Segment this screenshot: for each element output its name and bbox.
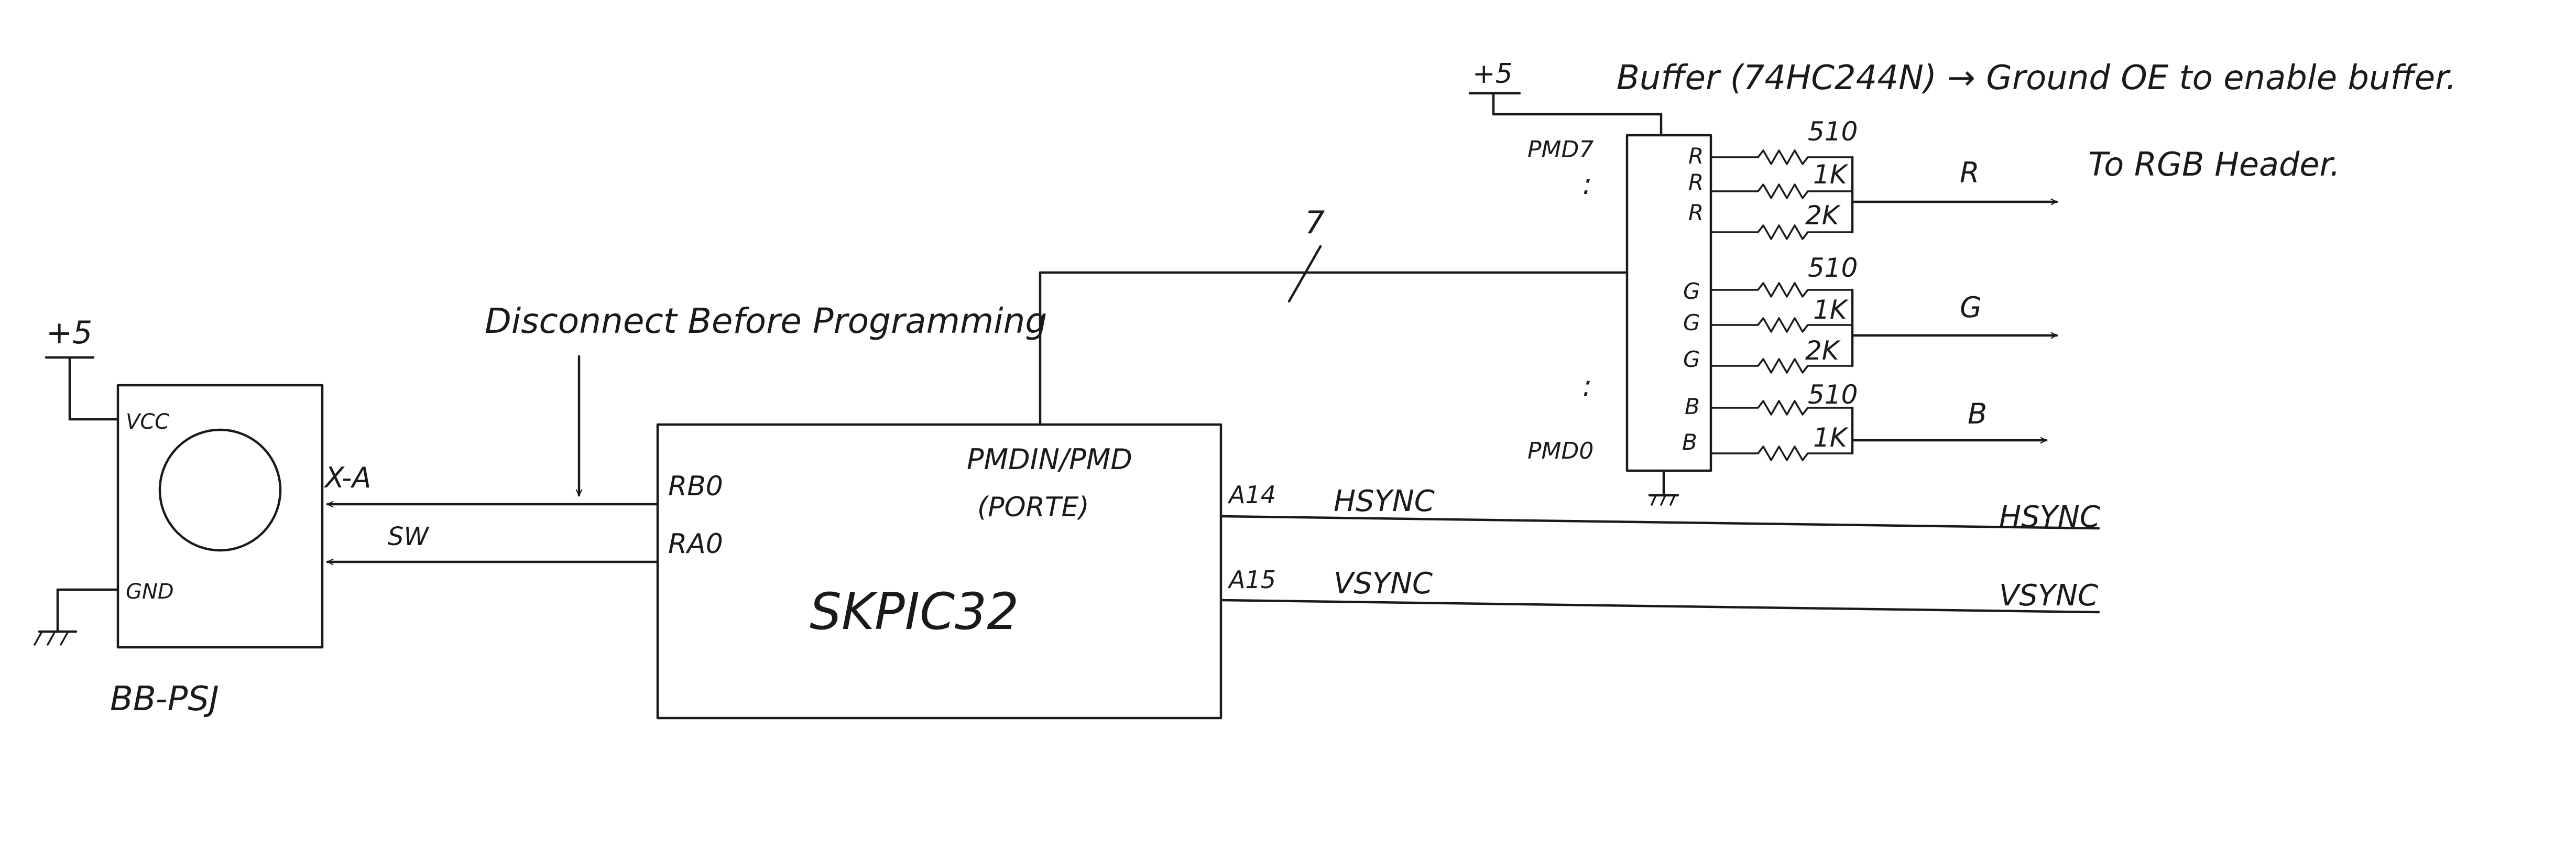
blue-out-label: B bbox=[1968, 397, 1987, 430]
bus-width-label: 7 bbox=[1305, 204, 1325, 241]
buffer-body bbox=[1625, 134, 1712, 472]
joystick-body bbox=[116, 384, 324, 649]
green-channel: G G G 510 1K 2K G bbox=[1683, 253, 2058, 374]
red-res-3: 2K bbox=[1805, 200, 1841, 231]
red-res-1: 510 bbox=[1808, 116, 1858, 147]
green-pin-3: G bbox=[1683, 346, 1700, 372]
joystick-gnd-pin-label: GND bbox=[126, 580, 174, 604]
resistor-g3 bbox=[1710, 358, 1853, 374]
mcu-pin-rb0: RB0 bbox=[668, 471, 723, 502]
red-out-label: R bbox=[1960, 156, 1980, 189]
joystick-module: VCC GND BB-PSJ bbox=[110, 384, 324, 719]
blue-res-2: 1K bbox=[1813, 422, 1849, 453]
mcu-bus-label: PMDIN/PMD bbox=[967, 443, 1132, 476]
mcu-skpic32: RB0 RA0 PMDIN/PMD (PORTE) SKPIC32 A14 A1… bbox=[656, 423, 1276, 720]
sw-label: SW bbox=[388, 522, 429, 551]
mcu-pin-a14: A14 bbox=[1227, 481, 1276, 509]
mcu-name: SKPIC32 bbox=[810, 582, 1019, 641]
red-res-2: 1K bbox=[1813, 159, 1849, 190]
green-res-3: 2K bbox=[1805, 335, 1841, 366]
resistor-b2 bbox=[1710, 446, 1853, 461]
joystick-power: +5 bbox=[45, 314, 119, 421]
joystick-signal-lines: X-A SW bbox=[323, 461, 659, 562]
xa-label: X-A bbox=[323, 461, 371, 494]
buffer-ground-symbol bbox=[1648, 469, 1679, 506]
green-res-2: 1K bbox=[1813, 295, 1849, 325]
pmd-bus: 7 bbox=[1039, 204, 1629, 426]
resistor-g2 bbox=[1710, 317, 1853, 333]
blue-pin-2: B bbox=[1682, 429, 1697, 455]
joystick-vcc-pin-label: VCC bbox=[126, 410, 169, 434]
red-pin-2: R bbox=[1688, 169, 1704, 195]
power-label-right: +5 bbox=[1472, 58, 1513, 90]
green-out-label: G bbox=[1960, 291, 1982, 324]
power-label-left: +5 bbox=[46, 314, 92, 351]
red-pin-1: R bbox=[1688, 143, 1704, 169]
buffer-description: Buffer (74HC244N) → Ground OE to enable … bbox=[1617, 59, 2457, 97]
sync-lines: HSYNC HSYNC VSYNC VSYNC bbox=[1219, 484, 2100, 614]
resistor-r2 bbox=[1710, 183, 1853, 199]
hsync-label-far: HSYNC bbox=[1999, 500, 2100, 534]
red-channel: R R R 510 1K 2K R bbox=[1688, 116, 2058, 240]
hsync-label-near: HSYNC bbox=[1334, 484, 1435, 518]
buffer-power: +5 bbox=[1468, 58, 1663, 137]
vsync-label-far: VSYNC bbox=[1999, 579, 2098, 613]
disconnect-note-text: Disconnect Before Programming bbox=[485, 301, 1047, 341]
vsync-label-near: VSYNC bbox=[1334, 567, 1433, 601]
mcu-pin-a15: A15 bbox=[1227, 566, 1276, 594]
resistor-b1 bbox=[1710, 400, 1853, 416]
joystick-knob bbox=[158, 428, 282, 552]
buffer-top-pin: PMD7 bbox=[1527, 136, 1593, 163]
green-pin-1: G bbox=[1683, 278, 1700, 304]
blue-pin-1: B bbox=[1685, 394, 1700, 419]
blue-res-1: 510 bbox=[1808, 379, 1858, 410]
joystick-ground-symbol bbox=[34, 588, 119, 646]
buffer-74hc244n: Buffer (74HC244N) → Ground OE to enable … bbox=[1527, 59, 2457, 472]
mcu-body bbox=[656, 423, 1222, 720]
buffer-dots-top: : bbox=[1582, 168, 1592, 201]
disconnect-note: Disconnect Before Programming bbox=[485, 301, 1047, 497]
resistor-g1 bbox=[1710, 282, 1853, 298]
green-res-1: 510 bbox=[1808, 253, 1858, 283]
blue-channel: B B 510 1K B bbox=[1682, 379, 2048, 461]
mcu-bus-port: (PORTE) bbox=[977, 492, 1089, 523]
resistor-r3 bbox=[1710, 224, 1853, 240]
rgb-header-note: To RGB Header. bbox=[2088, 145, 2340, 183]
joystick-name: BB-PSJ bbox=[110, 680, 219, 719]
mcu-pin-ra0: RA0 bbox=[668, 528, 723, 560]
green-pin-2: G bbox=[1683, 310, 1700, 335]
buffer-dots-bottom: : bbox=[1582, 370, 1592, 403]
resistor-r1 bbox=[1710, 149, 1853, 165]
buffer-bottom-pin: PMD0 bbox=[1527, 438, 1593, 464]
red-pin-3: R bbox=[1688, 200, 1704, 225]
